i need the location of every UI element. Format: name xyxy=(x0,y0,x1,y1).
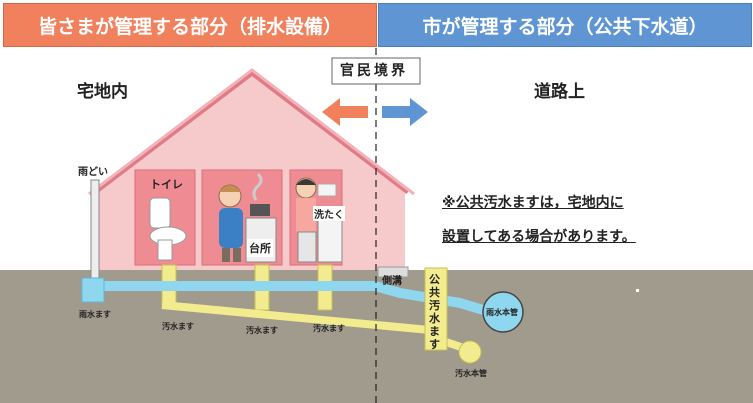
house-roof-edge xyxy=(88,68,415,196)
sewage-main-circle xyxy=(458,340,482,364)
boundary-label-box xyxy=(331,57,421,85)
rain-main-circle xyxy=(482,291,524,333)
rain-inlet-label: 雨水ます xyxy=(79,310,111,319)
public-sewage-box-label: 公共汚水ます xyxy=(429,273,440,351)
sewage-inlet-label-1: 汚水ます xyxy=(162,322,194,331)
toilet-label: トイレ xyxy=(150,178,183,191)
note-line-2: 設置してある場合があります。 xyxy=(442,229,636,245)
arrow-left-icon xyxy=(322,98,368,126)
sewage-inlet-label-2: 汚水ます xyxy=(246,326,278,335)
boundary-label: 官民境界 xyxy=(340,63,408,79)
public-sewage-box xyxy=(424,267,448,351)
speck xyxy=(636,289,639,292)
kitchen-label: 台所 xyxy=(247,239,273,257)
public-side-header: 市が管理する部分（公共下水道） xyxy=(378,3,752,47)
rain-main-label: 雨水本管 xyxy=(486,308,518,317)
rain-pipe xyxy=(88,281,492,317)
private-side-header: 皆さまが管理する部分（排水設備） xyxy=(3,3,377,47)
house-roof xyxy=(93,69,410,194)
private-area-label: 宅地内 xyxy=(77,82,128,102)
sewage-inlet-label-3: 汚水ます xyxy=(313,324,345,333)
arrow-right-icon xyxy=(382,98,428,126)
gutter-label: 雨どい xyxy=(78,167,108,178)
sewage-main-label: 汚水本管 xyxy=(455,369,487,378)
side-ditch-label: 側溝 xyxy=(382,276,402,287)
road-area-label: 道路上 xyxy=(534,82,585,102)
side-ditch xyxy=(377,266,409,278)
toilet-icon xyxy=(149,197,187,261)
rain-inlet-box xyxy=(81,277,105,303)
gutter-pipe xyxy=(90,179,100,287)
laundry-label: 洗たく xyxy=(313,206,345,221)
note-line-1: ※公共汚水ますは，宅地内に xyxy=(442,195,624,211)
